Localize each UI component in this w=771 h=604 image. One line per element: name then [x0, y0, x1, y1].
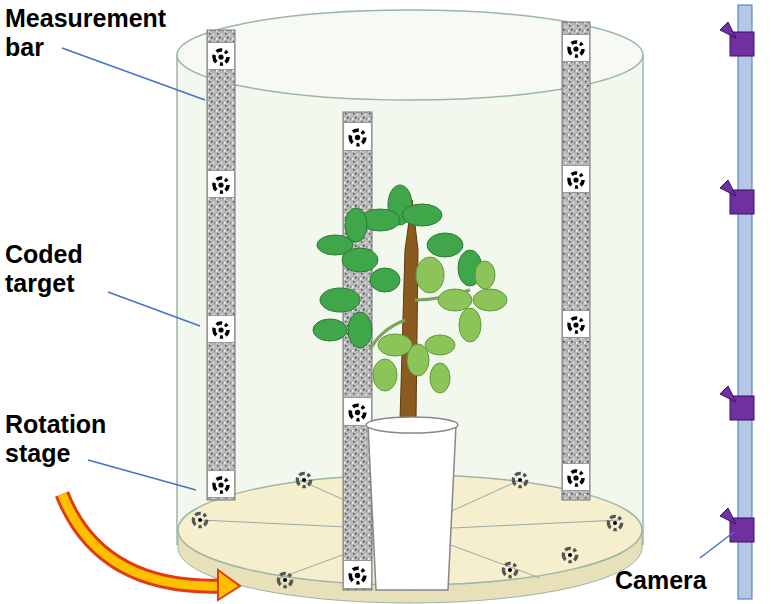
callout-label: Camera [615, 566, 725, 595]
callout-label: Measurement bar [5, 4, 180, 62]
callout-label: Rotation stage [5, 410, 145, 468]
callout-label: Coded target [5, 240, 125, 298]
